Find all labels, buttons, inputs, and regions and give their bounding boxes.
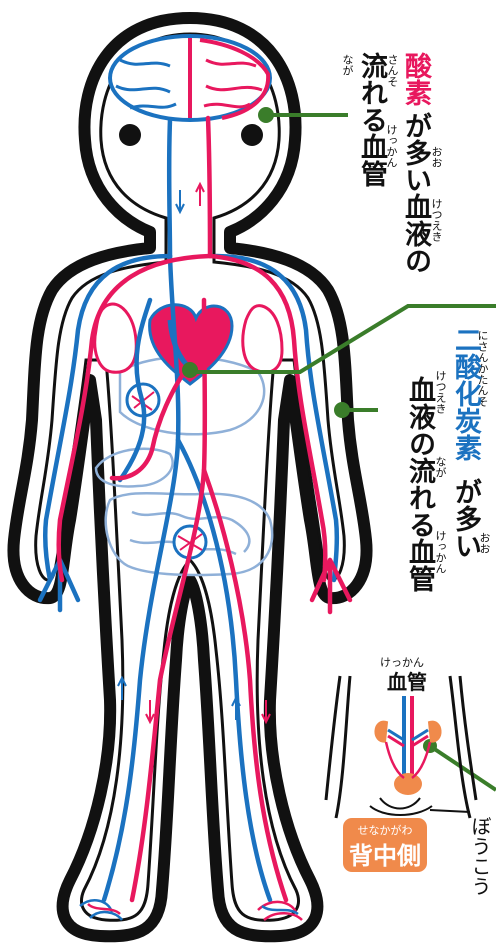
co2-ruby-kekkan: けっかん <box>432 530 448 574</box>
inset-bladder-label: ぼうこう <box>466 816 495 896</box>
oxygen-ruby-kekkan: けっかん <box>383 124 399 168</box>
back-side-label: 背中側 <box>343 836 427 871</box>
back-side-badge: せなかがわ 背中側 <box>343 818 427 872</box>
oxygen-label-a: 酸素 <box>396 52 435 106</box>
oxygen-label-b: が多い血液の <box>396 112 435 274</box>
oxygen-ruby-ketsueki: けつえき <box>428 198 444 242</box>
right-eye <box>241 124 263 146</box>
co2-label-a: 二酸化炭素 <box>446 326 485 461</box>
inset-back-view <box>326 676 476 818</box>
inset-vessel-label: 血管 <box>387 666 427 695</box>
brain <box>110 36 270 120</box>
oxygen-ruby-oo: おお <box>428 146 444 168</box>
co2-ruby-naga: なが <box>432 456 448 478</box>
left-eye <box>119 124 141 146</box>
co2-ruby-oo: おお <box>476 532 492 554</box>
